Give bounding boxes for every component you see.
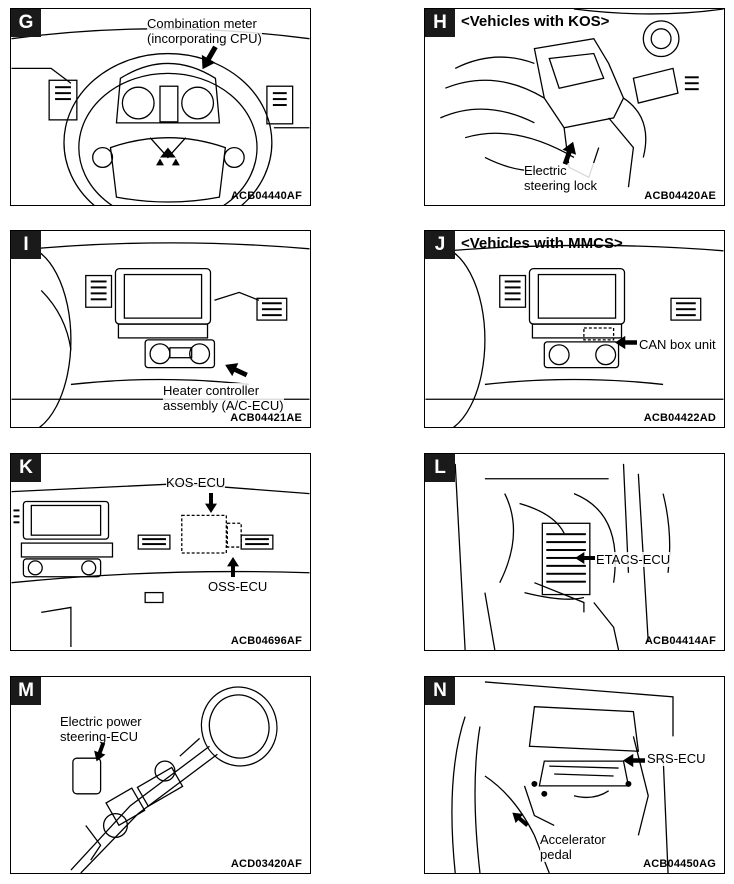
panel-letter-badge: L [425,454,455,482]
figure-code: ACB04421AE [230,412,302,424]
figure-code: ACD03420AF [230,858,302,870]
label-line: Accelerator [540,832,606,847]
srs-ecu-illustration [451,681,674,873]
figure-code: ACB04414AF [644,635,716,647]
figure-code: ACB04422AD [643,412,716,424]
panel-h: H <Vehicles with KOS> Electric steering … [424,8,725,206]
label-line: steering-ECU [60,729,139,744]
callout-arrow-icon [615,335,637,350]
figure-code: ACB04450AG [643,858,716,870]
callout-arrow-icon [623,753,645,768]
label-line: steering lock [524,178,597,193]
panel-g: G Combination meter (incorporating CPU) … [10,8,311,206]
panel-j: J <Vehicles with MMCS> CAN box unit ACB0… [424,230,725,428]
callout-label: Electric steering lock [524,163,597,193]
callout-arrow-icon [575,551,595,565]
figure-code: ACB04440AF [230,190,302,202]
callout-label: SRS-ECU [647,751,706,766]
callout-label: CAN box unit [639,337,716,352]
callout-label: ETACS-ECU [596,552,671,567]
panel-letter-badge: M [11,677,41,705]
panel-letter-badge: I [11,231,41,259]
panel-letter-badge: K [11,454,41,482]
panel-title: <Vehicles with MMCS> [461,235,623,252]
label-line: (incorporating CPU) [147,31,262,46]
callout-label: Combination meter (incorporating CPU) [147,16,262,46]
callout-label: OSS-ECU [208,579,268,594]
callout-label: KOS-ECU [166,475,226,490]
label-line: Electric [524,163,567,178]
panel-l: L ETACS-ECU ACB04414AF [424,453,725,651]
panel-letter-badge: J [425,231,455,259]
panel-letter-badge: H [425,9,455,37]
label-line: Heater controller [163,383,260,398]
panel-letter-badge: N [425,677,455,705]
combination-meter-illustration [11,28,310,205]
figure-code: ACB04420AE [644,190,716,202]
callout-arrow-icon [226,557,240,577]
callout-label: Accelerator pedal [540,832,606,862]
panel-i: I Heater controller assembly (A/C-ECU) A… [10,230,311,428]
figure-code: ACB04696AF [230,635,302,647]
callout-label: Heater controller assembly (A/C-ECU) [163,383,284,413]
kos-oss-ecu-illustration [11,483,310,648]
callout-label: Electric power steering-ECU [60,714,142,744]
etacs-ecu-illustration [454,463,671,650]
label-line: Combination meter [147,16,257,31]
panel-k: K KOS-ECU OSS-ECU ACB04696AF [10,453,311,651]
panel-n: N SRS-ECU Accelerator pedal ACB04450AG [424,676,725,874]
label-line: assembly (A/C-ECU) [163,398,284,413]
can-box-unit-illustration [425,244,724,427]
label-line: Electric power [60,714,142,729]
callout-arrow-icon [204,493,218,513]
panel-title: <Vehicles with KOS> [461,13,610,30]
panel-letter-badge: G [11,9,41,37]
label-line: pedal [540,847,572,862]
panel-m: M Electric power steering-ECU ACD03420AF [10,676,311,874]
steering-column-illustration [70,686,278,873]
